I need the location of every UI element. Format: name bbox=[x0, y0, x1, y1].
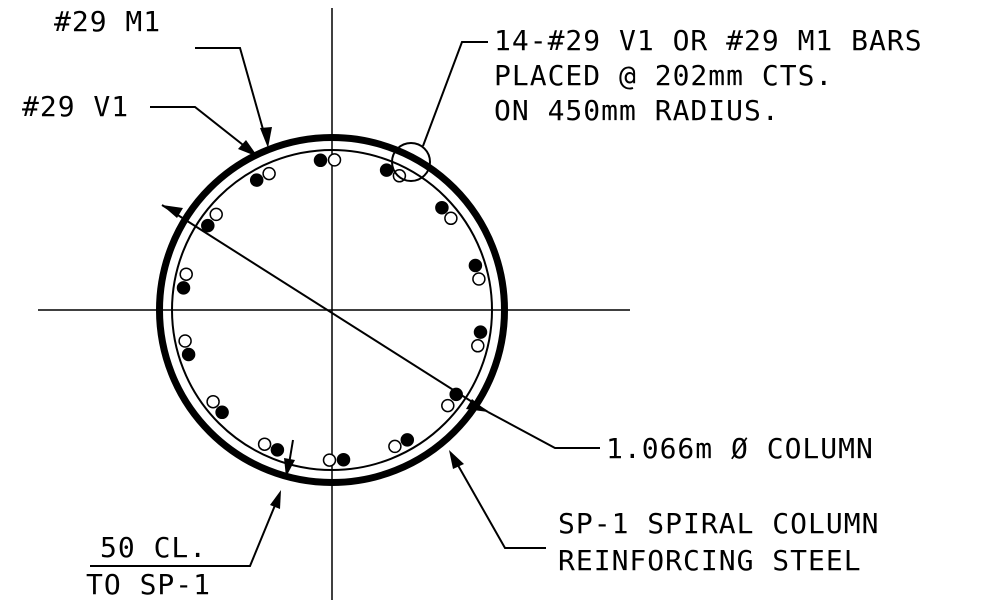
bar-note-leader bbox=[391, 41, 488, 182]
v1-leader-line bbox=[150, 106, 253, 153]
cover-leader-arrow bbox=[270, 490, 281, 509]
label-column: 1.066m Ø COLUMN bbox=[606, 432, 874, 465]
label-bar-note-1: 14-#29 V1 OR #29 M1 BARS bbox=[494, 24, 923, 57]
spiral-leader bbox=[449, 450, 546, 549]
bar-m1 bbox=[322, 453, 337, 467]
bar-m1 bbox=[444, 211, 458, 226]
bar-v1 bbox=[468, 258, 483, 273]
cover-tick-arrow bbox=[284, 458, 295, 477]
bar-v1 bbox=[473, 325, 488, 339]
bar-m1 bbox=[179, 267, 193, 281]
reinforcing-bars bbox=[176, 153, 488, 467]
bar-m1 bbox=[327, 153, 342, 167]
bar-v1 bbox=[176, 281, 191, 295]
m1-leader-arrow bbox=[260, 127, 272, 148]
label-bar-note-3: ON 450mm RADIUS. bbox=[494, 94, 780, 127]
label-bar-note-2: PLACED @ 202mm CTS. bbox=[494, 59, 833, 92]
bar-m1 bbox=[257, 437, 272, 451]
diameter-arrow-start bbox=[162, 205, 183, 218]
bar-m1 bbox=[471, 339, 485, 353]
v1-leader bbox=[150, 106, 258, 157]
cover-dimension bbox=[90, 439, 295, 567]
spiral-leader-line bbox=[454, 459, 546, 549]
bar-m1 bbox=[178, 334, 192, 348]
label-cover-2: TO SP-1 bbox=[86, 568, 211, 601]
bar-v1 bbox=[249, 173, 264, 187]
diameter-dimension bbox=[161, 204, 600, 449]
cover-leader-line bbox=[90, 497, 279, 567]
bar-m1 bbox=[209, 207, 223, 222]
bar-m1 bbox=[472, 272, 486, 286]
bar-v1 bbox=[400, 433, 415, 447]
label-bar-v1: #29 V1 bbox=[22, 90, 129, 123]
bar-m1 bbox=[388, 439, 402, 454]
spiral-sp1 bbox=[171, 149, 493, 471]
column-leader bbox=[487, 411, 600, 449]
label-cover-1: 50 CL. bbox=[100, 531, 207, 564]
label-spiral-2: REINFORCING STEEL bbox=[558, 544, 862, 577]
m1-leader-line bbox=[195, 47, 267, 141]
bar-m1 bbox=[206, 394, 220, 409]
diameter-line bbox=[161, 204, 489, 413]
bar-v1 bbox=[201, 218, 215, 233]
bar-callout-circle bbox=[391, 142, 431, 182]
bar-v1 bbox=[181, 347, 196, 362]
label-spiral-1: SP-1 SPIRAL COLUMN bbox=[558, 507, 879, 540]
m1-leader bbox=[195, 47, 272, 148]
bar-m1 bbox=[441, 398, 455, 413]
bar-v1 bbox=[270, 443, 285, 457]
spiral-leader-arrow bbox=[449, 450, 464, 469]
bar-v1 bbox=[313, 153, 328, 168]
bar-v1 bbox=[449, 387, 463, 402]
bar-v1 bbox=[336, 452, 351, 467]
column-outline-inner-edge bbox=[156, 134, 508, 486]
bar-m1 bbox=[262, 166, 276, 181]
diameter-arrow-end bbox=[466, 399, 488, 412]
bar-v1 bbox=[215, 405, 229, 420]
v1-leader-arrow bbox=[238, 140, 258, 157]
column-outline bbox=[157, 135, 507, 485]
bar-v1 bbox=[435, 200, 449, 215]
bar-v1 bbox=[379, 163, 394, 177]
bar-note-leader-line bbox=[422, 41, 488, 147]
label-bar-m1: #29 M1 bbox=[54, 5, 161, 38]
